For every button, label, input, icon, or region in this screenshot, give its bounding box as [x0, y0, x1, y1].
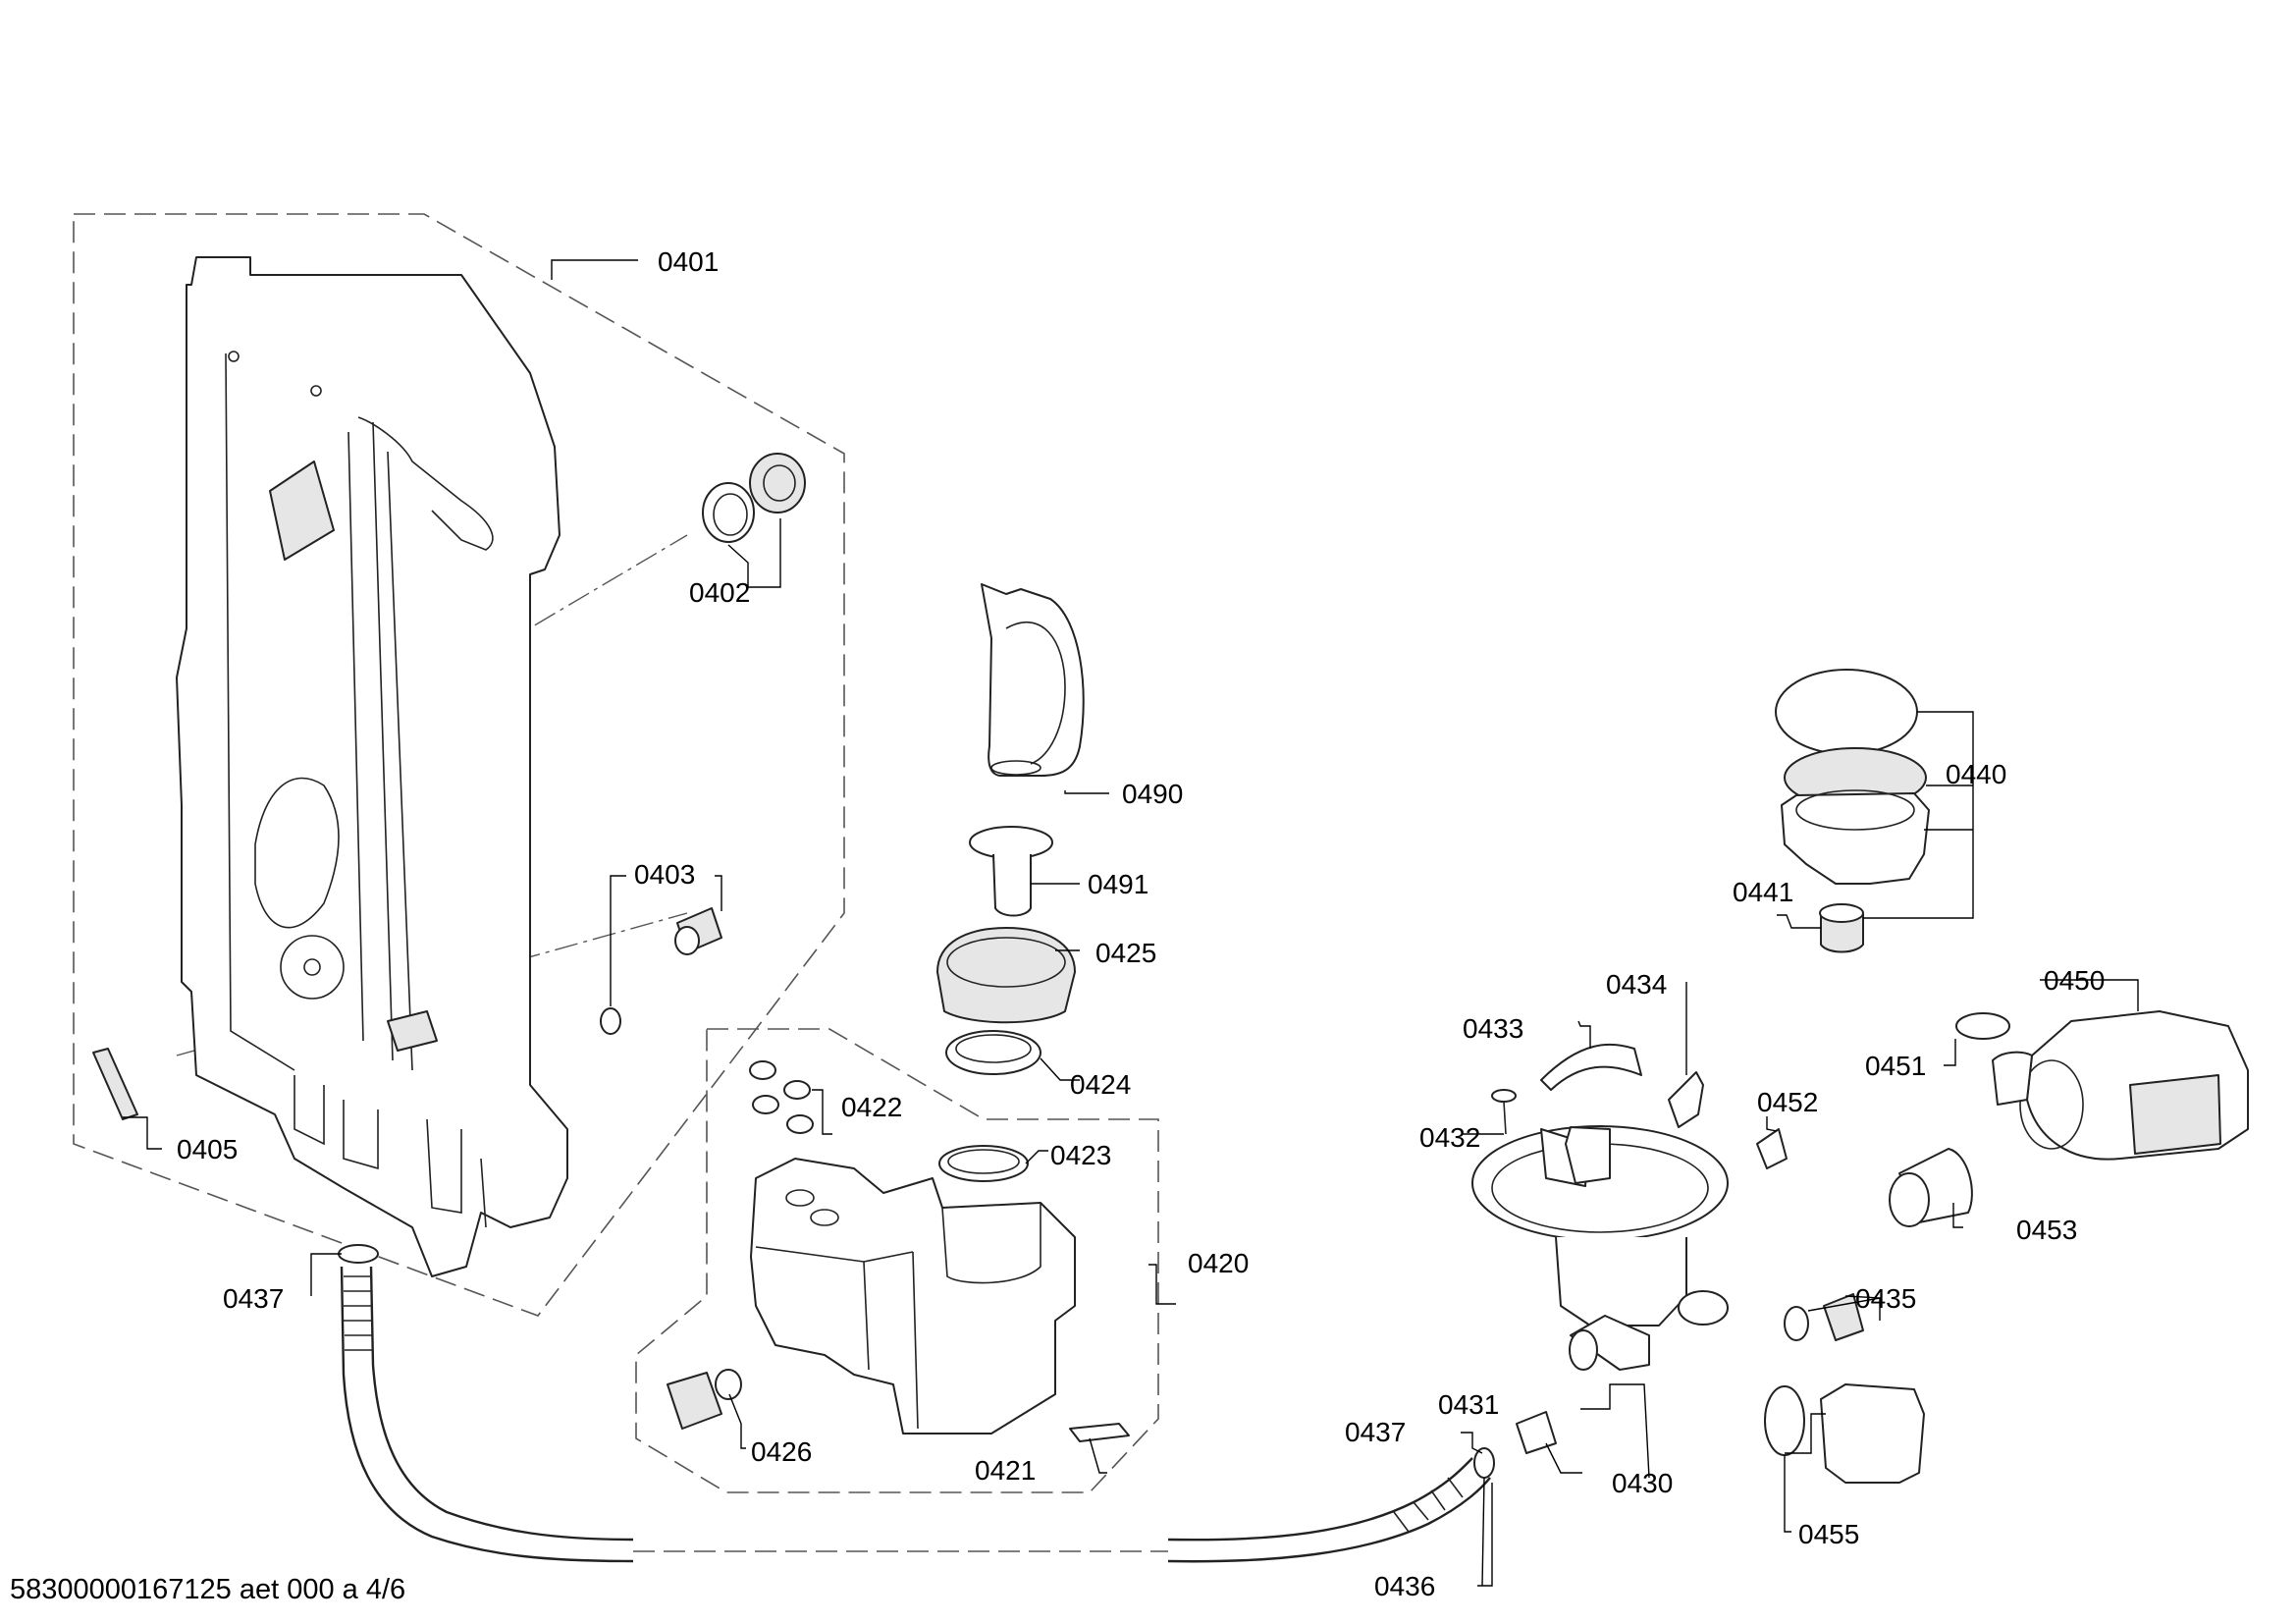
label-0436: 0436	[1374, 1571, 1435, 1601]
flap-part-0452	[1756, 1128, 1788, 1169]
label-0403: 0403	[634, 859, 695, 890]
label-0431: 0431	[1438, 1389, 1499, 1420]
label-0437-right: 0437	[1345, 1417, 1406, 1447]
pump-sump-part-0430	[1471, 1125, 1729, 1371]
label-0490: 0490	[1122, 779, 1183, 809]
label-0452: 0452	[1757, 1087, 1818, 1117]
label-0424: 0424	[1070, 1069, 1131, 1100]
screw-part-0432	[1491, 1089, 1517, 1135]
sensor-part-0426	[667, 1369, 742, 1430]
label-0430: 0430	[1612, 1468, 1673, 1498]
lid-part-0425	[936, 927, 1076, 1024]
label-0441: 0441	[1733, 877, 1793, 907]
label-0435: 0435	[1855, 1283, 1916, 1314]
label-0450: 0450	[2044, 965, 2105, 996]
label-0432: 0432	[1419, 1122, 1480, 1153]
leader-lines	[123, 259, 2139, 1587]
cap-part-0491	[969, 826, 1053, 917]
sensor-part-0441	[1819, 903, 1864, 953]
footer-document-code: 58300000167125 aet 000 a 4/6	[10, 1574, 405, 1605]
label-0401: 0401	[658, 246, 719, 277]
water-softener-part-0420	[750, 1158, 1076, 1435]
heater-cover-part-0440	[1775, 669, 1930, 885]
label-0421: 0421	[975, 1455, 1036, 1486]
label-0440: 0440	[1946, 759, 2006, 789]
label-0434: 0434	[1606, 969, 1667, 1000]
pump-motor-part-0450	[1992, 1010, 2249, 1161]
hose-connector-part-0453	[1889, 1148, 1973, 1227]
seal-ring-part-0423	[938, 1145, 1029, 1182]
bracket-part-0433	[1540, 1043, 1642, 1091]
side-panel-assembly-outline	[73, 213, 845, 1317]
drain-hose-right	[1167, 1447, 1495, 1563]
label-0455: 0455	[1798, 1519, 1859, 1549]
label-0437-left: 0437	[223, 1283, 284, 1314]
fitting-part-0431	[1516, 1411, 1557, 1454]
ring-part-0424	[945, 1030, 1041, 1075]
label-0405: 0405	[177, 1134, 238, 1164]
label-0402: 0402	[689, 577, 750, 608]
funnel-part-0490	[981, 583, 1085, 777]
side-panel-part-0401	[176, 256, 568, 1277]
label-0420: 0420	[1188, 1248, 1249, 1278]
label-0426: 0426	[751, 1436, 812, 1467]
valve-part-0434	[1668, 1071, 1704, 1128]
clip-part-0405	[92, 1048, 138, 1120]
drain-pump-part-0455	[1764, 1383, 1925, 1484]
seal-and-cap-part-0402	[702, 453, 806, 543]
seal-part-0435	[1784, 1293, 1864, 1341]
drain-hose-left	[338, 1244, 634, 1563]
label-0451: 0451	[1865, 1051, 1926, 1081]
label-0423: 0423	[1050, 1140, 1111, 1170]
label-0453: 0453	[2016, 1215, 2077, 1245]
label-0491: 0491	[1088, 869, 1148, 899]
label-0433: 0433	[1463, 1013, 1523, 1044]
label-0425: 0425	[1095, 938, 1156, 968]
label-0422: 0422	[841, 1092, 902, 1122]
clamp-part-0451	[1955, 1012, 2010, 1040]
valve-part-0403	[600, 907, 722, 1035]
clip-part-0421	[1069, 1423, 1130, 1442]
seals-part-0422	[749, 1060, 814, 1134]
